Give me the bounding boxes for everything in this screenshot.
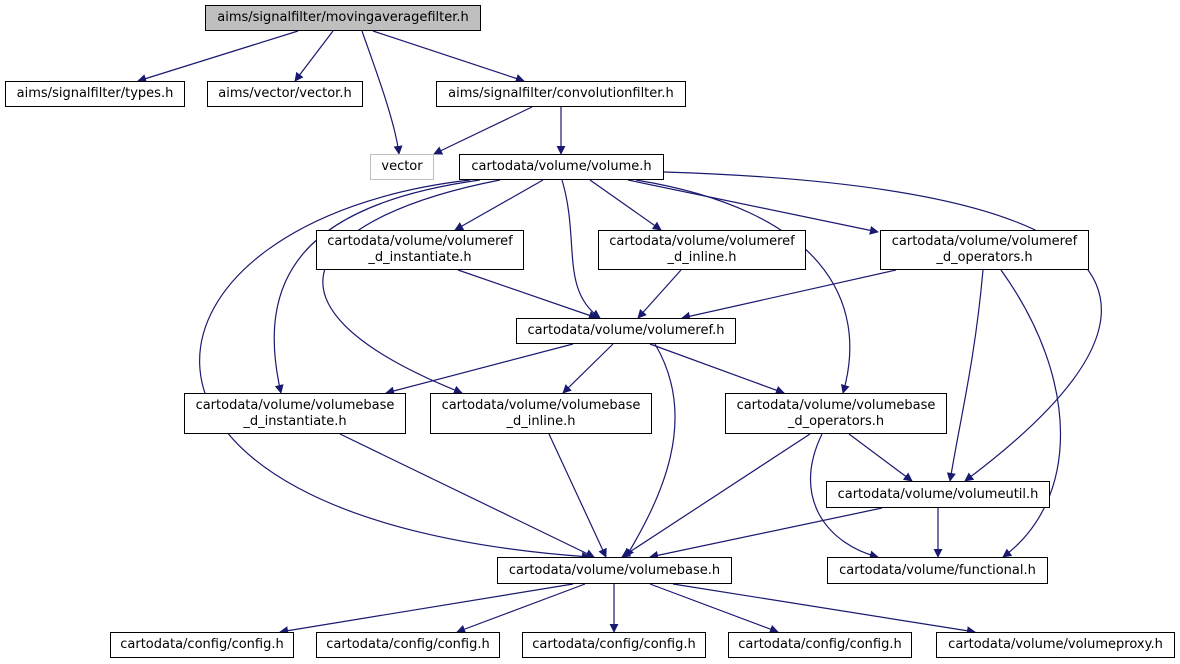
node-label: _d_operators.h — [936, 250, 1033, 265]
node-volumeproxy-h[interactable]: cartodata/volume/volumeproxy.h — [936, 632, 1175, 658]
edge-convolutionfilter-to-vector — [433, 106, 533, 155]
node-label: cartodata/config/config.h — [326, 637, 490, 652]
node-config-h-2[interactable]: cartodata/config/config.h — [316, 632, 500, 658]
edge-movingaveragefilter-to-vector — [361, 30, 403, 155]
node-label: cartodata/volume/volumeref — [891, 234, 1078, 249]
node-volumeref-d-inline-h[interactable]: cartodata/volume/volumeref _d_inline.h — [598, 230, 806, 270]
edge-volumeref-to-volumebase_inline — [562, 343, 614, 394]
node-label: cartodata/volume/volume.h — [471, 159, 652, 174]
node-label: _d_inline.h — [667, 250, 737, 265]
edge-volumeref-to-volumebase_operators — [649, 343, 785, 395]
edge-volumebase_operators-to-volumeutil — [848, 433, 913, 482]
node-label: cartodata/volume/volumeref — [609, 234, 795, 249]
node-label: _d_instantiate.h — [243, 413, 347, 429]
node-volumebase-d-operators-h[interactable]: cartodata/volume/volumebase _d_operators… — [725, 393, 947, 434]
edge-volumeref_operators-to-volumeref — [681, 269, 897, 321]
node-label: cartodata/volume/volumeref.h — [527, 323, 725, 338]
edge-volumeref-to-volumebase_instantiate — [385, 343, 574, 396]
node-config-h-4[interactable]: cartodata/config/config.h — [728, 632, 912, 658]
edge-volume-to-volumebase_inline — [322, 179, 501, 395]
edge-volumeref_inline-to-volumeref — [637, 269, 682, 319]
node-label: aims/signalfilter/types.h — [16, 86, 174, 101]
edge-volume-to-volumebase_instantiate — [273, 179, 481, 394]
edge-volume-to-volumebase — [199, 179, 591, 561]
node-vector-vector-h[interactable]: aims/vector/vector.h — [207, 81, 363, 107]
node-volumeref-d-instantiate-h[interactable]: cartodata/volume/volumeref _d_instantiat… — [316, 230, 524, 270]
node-types-h[interactable]: aims/signalfilter/types.h — [5, 81, 185, 107]
node-label: aims/signalfilter/convolutionfilter.h — [448, 86, 674, 101]
edge-volumeref_instantiate-to-volumeref — [457, 269, 598, 320]
edge-volumeref_operators-to-functional — [1000, 269, 1061, 558]
node-functional-h[interactable]: cartodata/volume/functional.h — [827, 557, 1048, 584]
node-label: cartodata/volume/volumeproxy.h — [948, 637, 1163, 652]
edge-volume-to-volumeref_operators — [627, 179, 879, 235]
node-vector[interactable]: vector — [370, 154, 434, 180]
edge-volumebase_operators-to-volumebase — [621, 433, 811, 558]
edge-volume-to-volumeref_inline — [589, 179, 662, 231]
node-label: cartodata/volume/volumebase — [441, 397, 641, 413]
edge-volumebase-to-config2 — [456, 583, 586, 634]
node-label: cartodata/volume/volumebase.h — [508, 562, 721, 578]
edge-volumeref-to-volumebase — [625, 343, 676, 558]
edge-movingaveragefilter-to-convolutionfilter — [372, 30, 525, 83]
node-label: cartodata/volume/volumebase — [736, 397, 936, 413]
node-label: aims/vector/vector.h — [218, 86, 352, 101]
edge-volume-to-volumeref — [561, 179, 601, 319]
edge-movingaveragefilter-to-types — [137, 30, 299, 83]
edge-volumebase-to-config1 — [279, 583, 574, 636]
node-label: _d_instantiate.h — [368, 250, 472, 265]
edge-volumebase-to-volumeproxy — [672, 583, 976, 636]
edge-volumeref_operators-to-volumeutil — [946, 269, 984, 482]
node-volumebase-d-inline-h[interactable]: cartodata/volume/volumebase _d_inline.h — [430, 393, 652, 434]
node-label: cartodata/config/config.h — [738, 637, 902, 652]
node-config-h-3[interactable]: cartodata/config/config.h — [522, 632, 706, 658]
edge-volumeutil-to-volumebase — [649, 507, 883, 560]
edge-volumebase_operators-to-functional — [810, 433, 879, 560]
node-volumeref-h[interactable]: cartodata/volume/volumeref.h — [516, 318, 736, 344]
node-label: cartodata/config/config.h — [120, 637, 284, 652]
node-label: cartodata/config/config.h — [532, 637, 696, 652]
node-label: vector — [381, 159, 423, 174]
node-volumebase-d-instantiate-h[interactable]: cartodata/volume/volumebase _d_instantia… — [184, 393, 406, 434]
edge-volume-to-volumeref_instantiate — [454, 179, 544, 231]
edge-volume-to-volumeutil — [663, 171, 1102, 482]
node-label: cartodata/volume/volumeutil.h — [837, 486, 1039, 502]
node-label: cartodata/volume/volumeref — [327, 234, 513, 249]
node-config-h-1[interactable]: cartodata/config/config.h — [110, 632, 294, 658]
node-label: cartodata/volume/volumebase — [195, 397, 395, 413]
node-volumebase-h[interactable]: cartodata/volume/volumebase.h — [497, 557, 732, 584]
node-volumeutil-h[interactable]: cartodata/volume/volumeutil.h — [826, 481, 1050, 508]
edge-movingaveragefilter-to-vector_h — [294, 30, 334, 82]
edge-volumebase-to-config4 — [649, 583, 779, 634]
edge-volume-to-volumebase_operators — [635, 179, 851, 394]
edge-volumebase_instantiate-to-volumebase — [339, 433, 595, 558]
node-convolutionfilter-h[interactable]: aims/signalfilter/convolutionfilter.h — [436, 81, 686, 107]
node-volume-h[interactable]: cartodata/volume/volume.h — [459, 154, 664, 180]
node-volumeref-d-operators-h[interactable]: cartodata/volume/volumeref _d_operators.… — [880, 230, 1089, 270]
node-label: _d_operators.h — [787, 413, 885, 429]
node-movingaveragefilter-h[interactable]: aims/signalfilter/movingaveragefilter.h — [205, 5, 481, 31]
node-label: aims/signalfilter/movingaveragefilter.h — [217, 10, 469, 25]
node-label: cartodata/volume/functional.h — [839, 562, 1036, 578]
edge-volumebase_inline-to-volumebase — [548, 433, 607, 558]
node-label: _d_inline.h — [506, 413, 576, 429]
